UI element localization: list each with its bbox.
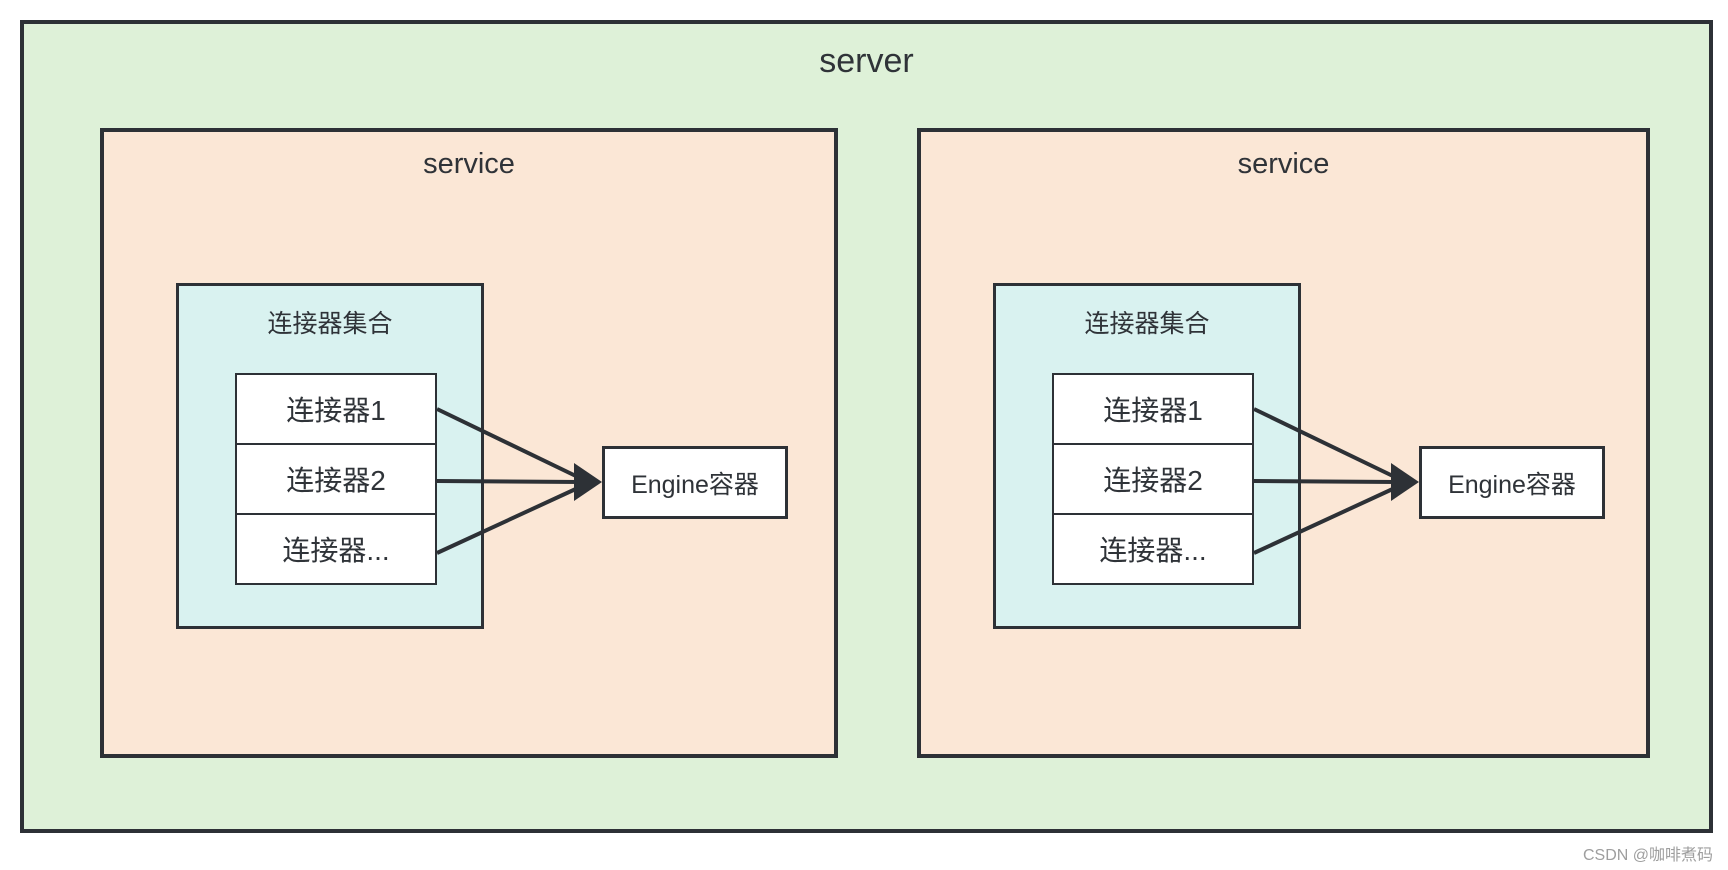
connector-node-more: 连接器...: [1052, 513, 1254, 585]
service-box-2: service 连接器集合 连接器1 连接器2 连接器... Engine容器: [917, 128, 1650, 758]
connector-node-2: 连接器2: [1052, 443, 1254, 515]
connector-stack: 连接器1 连接器2 连接器...: [235, 373, 437, 585]
connector-collection-1: 连接器集合 连接器1 连接器2 连接器...: [176, 283, 484, 629]
service-title: service: [423, 148, 515, 180]
connector-stack: 连接器1 连接器2 连接器...: [1052, 373, 1254, 585]
connector-collection-title: 连接器集合: [267, 310, 393, 338]
service-box-1: service 连接器集合 连接器1 连接器2 连接器... Engine容器: [100, 128, 838, 758]
connector-node-1: 连接器1: [1052, 373, 1254, 445]
server-title: server: [819, 42, 914, 80]
connector-collection-title: 连接器集合: [1084, 310, 1210, 338]
server-box: server service 连接器集合 连接器1 连接器2 连接器... En…: [20, 20, 1713, 833]
engine-container-node: Engine容器: [1419, 446, 1605, 519]
connector-node-2: 连接器2: [235, 443, 437, 515]
connector-collection-2: 连接器集合 连接器1 连接器2 连接器...: [993, 283, 1301, 629]
csdn-watermark: CSDN @咖啡煮码: [1582, 847, 1713, 864]
connector-node-1: 连接器1: [235, 373, 437, 445]
service-title: service: [1237, 148, 1330, 180]
connector-node-more: 连接器...: [235, 513, 437, 585]
engine-container-node: Engine容器: [602, 446, 788, 519]
